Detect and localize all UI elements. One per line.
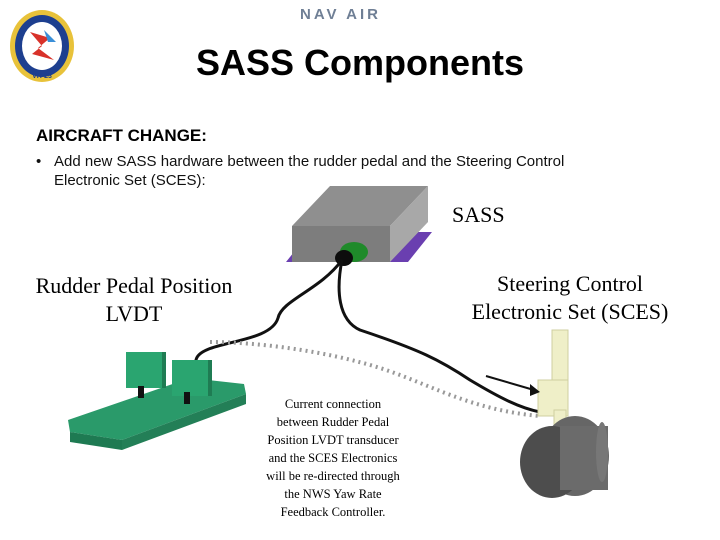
label-pedal-line-2: LVDT [105,301,163,326]
caption-line: and the SCES Electronics [268,451,398,465]
label-rudder-pedal: Rudder Pedal Position LVDT [18,272,250,328]
logo-text: VR-23 [32,73,52,80]
caption-line: Feedback Controller. [280,505,386,519]
bullet-marker: • [36,153,42,170]
bullet-item: • Add new SASS hardware between the rudde… [36,152,666,190]
label-pedal-line-1: Rudder Pedal Position [35,273,233,298]
caption-line: Current connection [284,397,382,411]
rudder-pedal-board-icon [68,352,246,450]
sces-strut-wheel-icon [520,329,609,498]
label-sass: SASS [452,202,505,227]
bullet-line-2: Electronic Set (SCES): [54,172,206,189]
label-sces-line-1: Steering Control [496,271,644,296]
caption-line: between Rudder Pedal [276,415,390,429]
caption-line: will be re-directed through [266,469,400,483]
aircraft-change-heading: AIRCRAFT CHANGE: [36,126,207,145]
squadron-patch-icon: VR-23 [10,10,74,82]
navair-wordmark: NAV AIR [300,6,381,23]
caption-current-connection: Current connection between Rudder Pedal … [250,395,416,521]
caption-line: the NWS Yaw Rate [284,487,382,501]
slide-title: SASS Components [195,42,525,83]
caption-line: Position LVDT transducer [267,433,399,447]
bullet-line-1: Add new SASS hardware between the rudder… [54,153,565,170]
label-sces: Steering Control Electronic Set (SCES) [452,270,688,326]
label-sces-line-2: Electronic Set (SCES) [471,299,669,324]
